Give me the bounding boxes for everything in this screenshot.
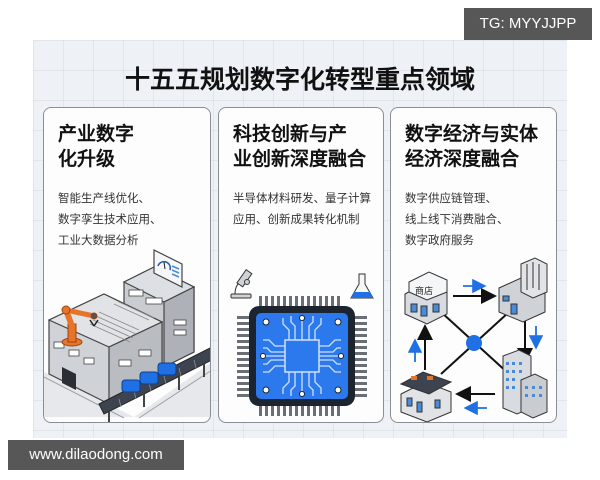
card-title-line: 经济深度融合 [405, 148, 520, 170]
shop-sign-text: 商店 [415, 285, 433, 297]
page-title: 十五五规划数字化转型重点领域 [124, 65, 475, 94]
card-digital-real-economy: 数字经济与实体 经济深度融合 数字供应链管理、 线上线下消费融合、 数字政府服务 [390, 107, 557, 423]
microscope-icon [230, 269, 253, 299]
robot-arm-icon [61, 305, 99, 347]
card-description: 半导体材料研发、量子计算 应用、创新成果转化机制 [233, 188, 377, 230]
card-title-line: 数字经济与实体 [405, 123, 539, 145]
card-description: 智能生产线优化、 数字孪生技术应用、 工业大数据分析 [58, 188, 204, 251]
desc-line: 数字供应链管理、 [405, 191, 497, 205]
card-title: 产业数字 化升级 [58, 122, 202, 172]
factory-icon [498, 257, 548, 323]
card-description: 数字供应链管理、 线上线下消费融合、 数字政府服务 [405, 188, 550, 251]
residential-house-icon [399, 371, 453, 422]
card-title-line: 业创新深度融合 [233, 148, 367, 170]
card-tech-innovation: 科技创新与产 业创新深度融合 半导体材料研发、量子计算 应用、创新成果转化机制 [218, 107, 384, 423]
office-building-icon [502, 349, 548, 419]
smart-factory-icon [44, 249, 210, 422]
watermark-tg: TG: MYYJJPP [464, 8, 592, 40]
card-title: 科技创新与产 业创新深度融合 [233, 122, 375, 172]
card-industry-digitalization: 产业数字 化升级 智能生产线优化、 数字孪生技术应用、 工业大数据分析 [43, 107, 211, 423]
card-title-line: 化升级 [58, 148, 116, 170]
desc-line: 数字孪生技术应用、 [58, 212, 162, 226]
desc-line: 线上线下消费融合、 [405, 212, 509, 226]
microchip-icon [230, 269, 374, 416]
desc-line: 半导体材料研发、量子计算 [233, 191, 371, 205]
card-title-line: 科技创新与产 [233, 123, 348, 145]
desc-line: 工业大数据分析 [58, 233, 139, 247]
desc-line: 数字政府服务 [405, 233, 474, 247]
shop-icon: 商店 [404, 271, 448, 325]
desc-line: 智能生产线优化、 [58, 191, 150, 205]
card-title: 数字经济与实体 经济深度融合 [405, 122, 548, 172]
watermark-website: www.dilaodong.com [8, 440, 184, 470]
card-title-line: 产业数字 [58, 123, 135, 145]
flask-icon [350, 273, 374, 299]
desc-line: 应用、创新成果转化机制 [233, 212, 360, 226]
network-hub-icon: 商店 [399, 257, 548, 422]
